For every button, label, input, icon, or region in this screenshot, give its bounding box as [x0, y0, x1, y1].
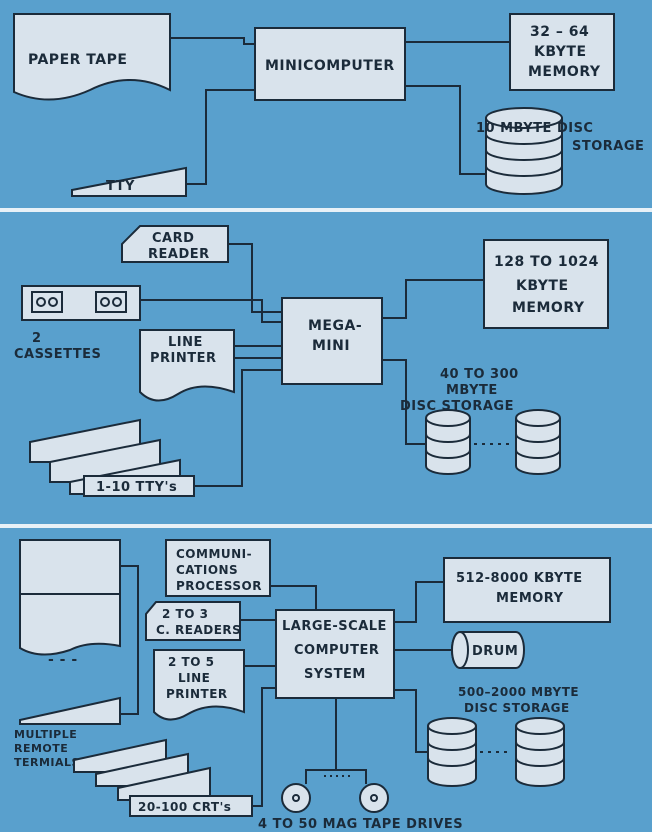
svg-text:COMMUNI-: COMMUNI-	[176, 547, 252, 561]
svg-text:128 TO 1024: 128 TO 1024	[494, 254, 599, 270]
svg-text:KBYTE: KBYTE	[516, 278, 569, 294]
svg-text:4 TO 50 MAG TAPE DRIVES: 4 TO 50 MAG TAPE DRIVES	[258, 817, 463, 832]
svg-text:STORAGE: STORAGE	[572, 139, 644, 154]
svg-text:CARD: CARD	[152, 231, 194, 246]
svg-text:MINICOMPUTER: MINICOMPUTER	[265, 58, 395, 74]
svg-text:PRINTER: PRINTER	[150, 351, 217, 366]
svg-text:COMPUTER: COMPUTER	[294, 643, 379, 658]
minicomputer-box: MINICOMPUTER	[255, 28, 405, 100]
terminal-ellipsis: - - -	[48, 652, 78, 668]
svg-text:MEGA-: MEGA-	[308, 318, 362, 334]
svg-text:LARGE-SCALE: LARGE-SCALE	[282, 619, 387, 634]
memory-box-128-1024: 128 TO 1024 KBYTE MEMORY	[484, 240, 608, 328]
memory-box-32-64: 32 – 64 KBYTE MEMORY	[510, 14, 614, 90]
memory-box-512-8000: 512-8000 KBYTE MEMORY	[444, 558, 610, 622]
comm-processor: COMMUNI- CATIONS PROCESSOR	[166, 540, 270, 596]
svg-text:PRINTER: PRINTER	[166, 687, 228, 701]
svg-text:C. READERS: C. READERS	[156, 623, 241, 637]
svg-text:CATIONS: CATIONS	[176, 563, 238, 577]
card-reader: CARD READER	[122, 226, 228, 262]
svg-text:500–2000 MBYTE: 500–2000 MBYTE	[458, 685, 579, 699]
svg-text:20-100 CRT's: 20-100 CRT's	[138, 800, 231, 814]
svg-text:32 – 64: 32 – 64	[530, 24, 589, 40]
svg-text:PAPER TAPE: PAPER TAPE	[28, 52, 127, 68]
svg-text:1-10 TTY's: 1-10 TTY's	[96, 480, 177, 495]
svg-text:2: 2	[32, 331, 42, 346]
svg-text:40 TO 300: 40 TO 300	[440, 367, 519, 382]
svg-text:MEMORY: MEMORY	[496, 591, 564, 606]
drum: DRUM	[452, 632, 524, 668]
svg-text:MBYTE: MBYTE	[446, 383, 498, 398]
svg-text:DISC STORAGE: DISC STORAGE	[464, 701, 570, 715]
large-scale-system-box: LARGE-SCALE COMPUTER SYSTEM	[276, 610, 394, 698]
card-readers: 2 TO 3 C. READERS	[146, 602, 241, 640]
svg-text:512-8000 KBYTE: 512-8000 KBYTE	[456, 571, 583, 586]
svg-text:TTY: TTY	[106, 179, 135, 194]
svg-text:MEMORY: MEMORY	[528, 64, 601, 80]
svg-text:LINE: LINE	[178, 671, 210, 685]
svg-text:MULTIPLE: MULTIPLE	[14, 728, 77, 741]
megamini-box: MEGA- MINI	[282, 298, 382, 384]
svg-text:LINE: LINE	[168, 335, 203, 350]
svg-text:CASSETTES: CASSETTES	[14, 347, 101, 362]
svg-text:KBYTE: KBYTE	[534, 44, 587, 60]
svg-text:SYSTEM: SYSTEM	[304, 667, 366, 682]
svg-text:DRUM: DRUM	[472, 644, 518, 659]
svg-text:10 MBYTE DISC: 10 MBYTE DISC	[476, 121, 593, 136]
svg-text:2 TO 3: 2 TO 3	[162, 607, 208, 621]
remote-terminal-1	[20, 540, 120, 594]
svg-text:PROCESSOR: PROCESSOR	[176, 579, 262, 593]
svg-text:MEMORY: MEMORY	[512, 300, 585, 316]
svg-text:2 TO 5: 2 TO 5	[168, 655, 214, 669]
svg-text:MINI: MINI	[312, 338, 350, 354]
svg-text:REMOTE: REMOTE	[14, 742, 68, 755]
svg-text:TERMIALS: TERMIALS	[14, 756, 80, 769]
svg-text:READER: READER	[148, 247, 210, 262]
